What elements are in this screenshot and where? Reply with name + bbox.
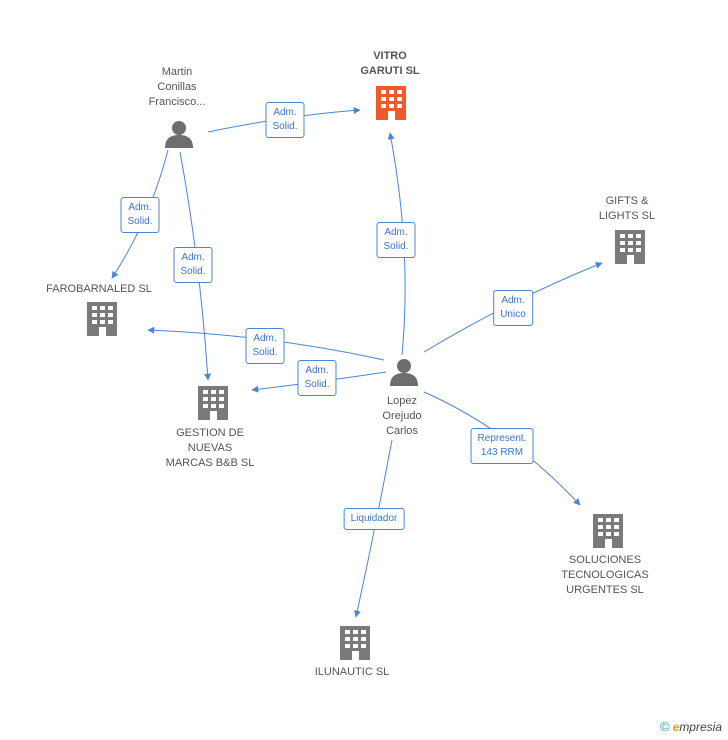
brand-logo-e: e [672,720,680,734]
edge-label-lopez-gestion: Adm. Solid. [297,360,337,396]
edge-label-lopez-gifts: Adm. Unico [493,290,533,326]
edge-label-lopez-vitro: Adm. Solid. [376,222,416,258]
node-label-vitro-garuti[interactable]: VITRO GARUTI SL [360,50,420,77]
building-icon[interactable] [615,230,645,264]
edge-label-martin-vitro: Adm. Solid. [265,102,305,138]
building-icon[interactable] [593,514,623,548]
node-label-soluciones-tecnologicas[interactable]: SOLUCIONES TECNOLOGICAS URGENTES SL [561,554,649,596]
edge-label-martin-gestion: Adm. Solid. [173,247,213,283]
building-icon[interactable] [340,626,370,660]
node-label-farobarnaled[interactable]: FAROBARNALED SL [46,283,152,295]
edge-label-lopez-farobarnaled: Adm. Solid. [245,328,285,364]
node-label-gifts-lights[interactable]: GIFTS & LIGHTS SL [598,195,656,222]
node-label-martin-conillas[interactable]: Martin Conillas Francisco... [148,66,206,108]
node-label-gestion-nuevas-marcas[interactable]: GESTION DE NUEVAS MARCAS B&B SL [165,427,255,469]
edge-label-martin-farobarnaled: Adm. Solid. [120,197,160,233]
person-icon[interactable] [390,359,418,386]
node-label-lopez-orejudo[interactable]: Lopez Orejudo Carlos [382,395,422,437]
person-icon[interactable] [165,121,193,148]
node-label-ilunautic[interactable]: ILUNAUTIC SL [314,666,390,678]
building-icon[interactable] [87,302,117,336]
copyright-icon: © [660,719,670,734]
edge-label-lopez-soluciones: Represent. 143 RRM [470,428,534,464]
building-icon[interactable] [198,386,228,420]
brand-name: mpresia [679,720,722,734]
building-icon[interactable] [376,86,406,120]
edge-label-lopez-ilunautic: Liquidador [343,508,405,530]
empresia-watermark: ©empresia [660,719,722,734]
